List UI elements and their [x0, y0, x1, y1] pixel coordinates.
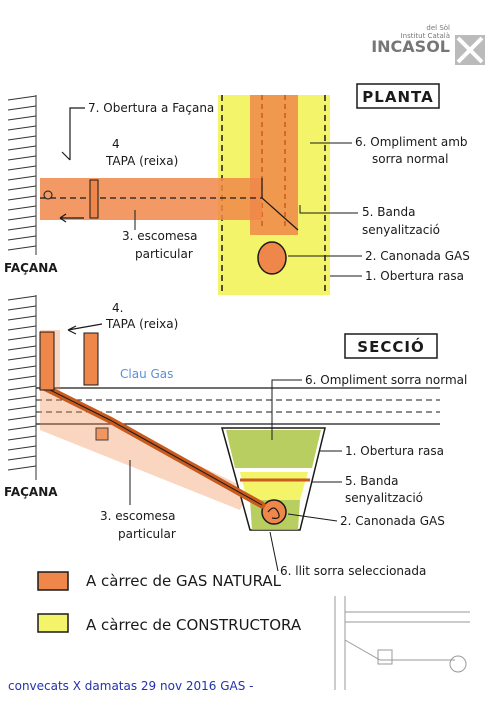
label-2-canonada-plan: 2. Canonada GAS	[365, 249, 470, 263]
detail-pipe-circle	[449, 655, 467, 673]
logo-name: INCASOL	[371, 37, 450, 56]
legend-swatch-gas	[37, 571, 69, 591]
logo-subtitle-1: Institut Català	[401, 32, 450, 40]
detail-pipe	[344, 639, 455, 661]
label-2-canonada-section: 2. Canonada GAS	[340, 514, 445, 528]
label-5-banda-section: 5. Banda	[345, 474, 398, 488]
label-3-escomesa-section: 3. escomesa	[100, 509, 176, 523]
legend-label-constructora: A càrrec de CONSTRUCTORA	[86, 616, 302, 634]
label-3-particular-plan: particular	[135, 247, 193, 261]
facade-hatch-section	[7, 295, 37, 480]
label-3-particular-section: particular	[118, 527, 176, 541]
escomesa-plan	[40, 178, 262, 220]
seccio-title-box	[344, 333, 438, 359]
gas-pipe-section	[261, 499, 287, 525]
facade-label-section: FAÇANA	[4, 485, 58, 499]
planta-title-box	[356, 83, 440, 109]
detail-sketch	[334, 596, 470, 690]
planta-view: PLANTA 7. Obertura a Façana 4 TAPA (reix…	[4, 83, 470, 295]
footer-note: convecats X damatas 29 nov 2016 GAS -	[8, 679, 254, 693]
label-4-num-plan: 4	[112, 137, 120, 151]
leader-5-plan	[299, 205, 358, 214]
label-5-banda-plan: 5. Banda	[362, 205, 415, 219]
planta-title: PLANTA	[362, 88, 433, 106]
label-1-obertura-plan: 1. Obertura rasa	[365, 269, 464, 283]
legend: A càrrec de GAS NATURAL A càrrec de CONS…	[37, 571, 302, 634]
tapa-cover-section	[83, 332, 99, 386]
label-1-obertura-section: 1. Obertura rasa	[345, 444, 444, 458]
incasol-logo: INCASOL Institut Català del Sòl	[371, 24, 485, 65]
detail-wall	[334, 596, 346, 690]
valve-section	[95, 427, 109, 441]
label-6-ompliment-plan: 6. Ompliment amb	[355, 135, 468, 149]
tapa-box-section	[39, 331, 55, 391]
label-6-sorra-plan: sorra normal	[372, 152, 448, 166]
logo-subtitle-2: del Sòl	[426, 24, 450, 32]
label-6-ompliment-section: 6. Ompliment sorra normal	[305, 373, 467, 387]
arrow-tapa-plan	[59, 213, 84, 223]
facade-label-plan: FAÇANA	[4, 261, 58, 275]
detail-ground	[345, 611, 470, 623]
clau-gas-note: Clau Gas	[120, 367, 173, 381]
seccio-view: SECCIÓ 4. TAPA (reixa) Clau Gas 6. Ompli…	[4, 295, 467, 578]
seccio-title: SECCIÓ	[357, 337, 424, 356]
label-3-escomesa-plan: 3. escomesa	[122, 229, 198, 243]
legend-label-gas: A càrrec de GAS NATURAL	[86, 572, 282, 590]
gas-pipe-plan	[257, 241, 287, 275]
ground-lines-dashed	[36, 399, 440, 413]
leader-2-section	[287, 513, 338, 522]
sand-fill-section	[226, 430, 321, 468]
label-4-num-section: 4.	[112, 301, 123, 315]
label-4-tapa-plan: TAPA (reixa)	[105, 154, 178, 168]
arrow-tapa-section	[67, 323, 103, 335]
pipe-bend-plan	[261, 178, 299, 231]
tapa-plan	[89, 179, 99, 219]
label-5-senyal-section: senyalització	[345, 491, 423, 505]
label-5-senyal-plan: senyalització	[362, 223, 440, 237]
label-6-llit-section: 6. llit sorra seleccionada	[280, 564, 426, 578]
facade-hatch-plan	[7, 95, 37, 255]
arrow-7-plan	[61, 107, 85, 161]
leader-6-section	[271, 379, 302, 440]
gas-pipe-section-mark	[267, 507, 280, 519]
detail-valve	[377, 649, 393, 665]
facade-opening-plan	[43, 190, 53, 200]
logo-cross-icon	[456, 36, 484, 64]
label-7-obertura-facana: 7. Obertura a Façana	[88, 101, 214, 115]
legend-swatch-constructora	[37, 613, 69, 633]
label-4-tapa-section: TAPA (reixa)	[105, 317, 178, 331]
leader-6b-section	[269, 531, 279, 572]
